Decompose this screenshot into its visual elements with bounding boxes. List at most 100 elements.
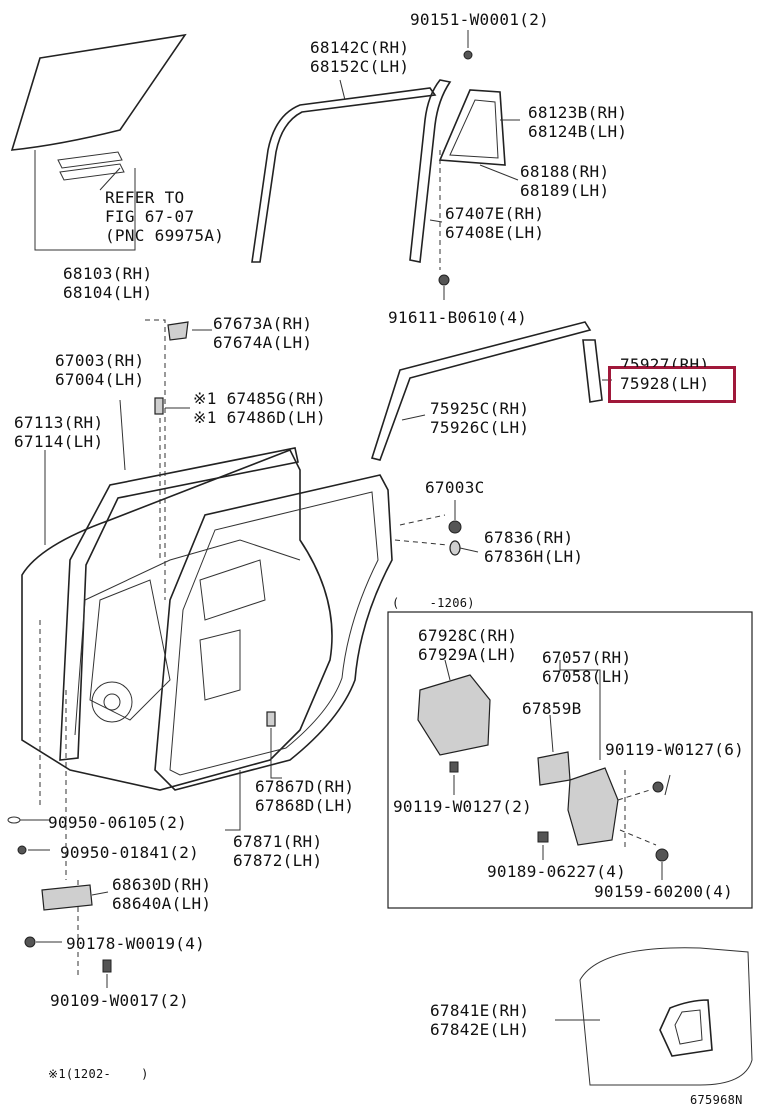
part-number: 68123B(RH): [528, 103, 628, 122]
screw-icon-3: [652, 781, 664, 793]
part-number: 67836(RH): [484, 528, 574, 547]
part-number: 75925C(RH): [430, 399, 530, 418]
plug-small-icon: [7, 816, 21, 824]
label-90178[interactable]: 90178-W0019(4): [66, 934, 205, 953]
part-number: 90189-06227(4): [487, 862, 627, 881]
label-90119-2[interactable]: 90119-W0127(2): [393, 797, 532, 816]
figure-id: 675968N: [690, 1093, 743, 1107]
label-67673a[interactable]: 67673A(RH)67674A(LH): [213, 314, 312, 352]
label-67859b[interactable]: 67859B: [522, 699, 582, 718]
bolt-icon: [463, 50, 473, 60]
label-90159[interactable]: 90159-60200(4): [594, 882, 733, 901]
door-check-icon: [41, 884, 93, 911]
part-number: 90151-W0001(2): [410, 10, 550, 29]
screw-icon-2: [449, 761, 459, 773]
part-number: 90159-60200(4): [594, 882, 734, 901]
part-number: 67871(RH): [233, 832, 323, 851]
label-67003c[interactable]: 67003C: [425, 478, 485, 497]
part-number: 68152C(LH): [310, 57, 410, 76]
part-number: 67841E(RH): [430, 1001, 530, 1020]
part-number: 90178-W0019(4): [66, 934, 206, 953]
nut-icon: [17, 845, 27, 855]
clip-icon-2: [266, 711, 276, 727]
door-outer-panel: [21, 448, 333, 791]
door-lock-actuator: [417, 674, 491, 756]
label-91611[interactable]: 91611-B0610(4): [388, 308, 527, 327]
part-number: 67673A(RH): [213, 314, 313, 333]
part-number: 68104(LH): [63, 283, 153, 302]
part-number: 67003C: [425, 478, 485, 497]
label-90119-6[interactable]: 90119-W0127(6): [605, 740, 744, 759]
door-glass: [10, 33, 187, 151]
label-75927[interactable]: 75927(RH): [620, 355, 709, 367]
label-67003[interactable]: 67003(RH)67004(LH): [55, 351, 144, 389]
glass-channel: [57, 151, 123, 169]
lock-base: [567, 767, 619, 846]
part-number: 68142C(RH): [310, 38, 410, 57]
highlight-box[interactable]: [608, 366, 736, 403]
label-90950-01841[interactable]: 90950-01841(2): [60, 843, 199, 862]
label-67928c[interactable]: 67928C(RH)67929A(LH): [418, 626, 517, 664]
screw-icon-4: [655, 848, 669, 862]
hole-plug-icon: [449, 540, 461, 556]
label-68103[interactable]: 68103(RH)68104(LH): [63, 264, 152, 302]
part-number: ※1 67485G(RH): [193, 389, 326, 408]
refer-line: REFER TO: [105, 188, 185, 207]
window-garnish: [370, 321, 592, 461]
label-67871[interactable]: 67871(RH)67872(LH): [233, 832, 322, 870]
bolt-icon-2: [102, 959, 112, 973]
part-number: 67674A(LH): [213, 333, 313, 352]
part-number: 68630D(RH): [112, 875, 212, 894]
label-90189[interactable]: 90189-06227(4): [487, 862, 626, 881]
label-90151[interactable]: 90151-W0001(2): [410, 10, 549, 29]
label-67485g[interactable]: ※1 67485G(RH)※1 67486D(LH): [193, 389, 326, 427]
part-number: 67859B: [522, 699, 582, 718]
part-number: 67407E(RH): [445, 204, 545, 223]
label-67867d[interactable]: 67867D(RH)67868D(LH): [255, 777, 354, 815]
part-number: 90950-06105(2): [48, 813, 188, 832]
part-number: 67928C(RH): [418, 626, 518, 645]
door-weatherstrip: [154, 474, 393, 791]
label-68123b[interactable]: 68123B(RH)68124B(LH): [528, 103, 627, 141]
part-number: 91611-B0610(4): [388, 308, 528, 327]
door-handle-icon: [167, 321, 189, 341]
box-date-range: ( -1206): [392, 596, 475, 610]
label-67836[interactable]: 67836(RH)67836H(LH): [484, 528, 583, 566]
lock-module-box: [387, 611, 753, 909]
part-number: 90109-W0017(2): [50, 991, 190, 1010]
part-number: 67872(LH): [233, 851, 323, 870]
part-number: 75928(LH): [620, 374, 710, 393]
part-number: 67929A(LH): [418, 645, 518, 664]
label-68630d[interactable]: 68630D(RH)68640A(LH): [112, 875, 211, 913]
part-number: 67058(LH): [542, 667, 632, 686]
label-68142c[interactable]: 68142C(RH)68152C(LH): [310, 38, 409, 76]
label-75925c[interactable]: 75925C(RH)75926C(LH): [430, 399, 529, 437]
part-number: 67836H(LH): [484, 547, 584, 566]
part-number: 68189(LH): [520, 181, 610, 200]
label-67113[interactable]: 67113(RH)67114(LH): [14, 413, 103, 451]
plug-icon: [448, 520, 462, 534]
part-number: 90119-W0127(6): [605, 740, 745, 759]
run-channel: [251, 87, 437, 263]
label-75928[interactable]: 75928(LH): [620, 374, 709, 393]
gasket: [537, 751, 571, 786]
part-number: 67114(LH): [14, 432, 104, 451]
part-number: 67113(RH): [14, 413, 104, 432]
label-90950-06105[interactable]: 90950-06105(2): [48, 813, 187, 832]
nut-icon-2: [24, 936, 36, 948]
clip-icon: [154, 397, 164, 415]
pillar-garnish: [582, 339, 603, 403]
label-67057[interactable]: 67057(RH)67058(LH): [542, 648, 631, 686]
label-90109[interactable]: 90109-W0017(2): [50, 991, 189, 1010]
label-67407e[interactable]: 67407E(RH)67408E(LH): [445, 204, 544, 242]
label-68188[interactable]: 68188(RH)68189(LH): [520, 162, 609, 200]
figure-id-text: 675968N: [690, 1093, 743, 1107]
label-67841e[interactable]: 67841E(RH)67842E(LH): [430, 1001, 529, 1039]
part-number: 68124B(LH): [528, 122, 628, 141]
refer-line: (PNC 69975A): [105, 226, 225, 245]
screw-icon: [438, 274, 450, 286]
part-number: 67003(RH): [55, 351, 145, 370]
part-number: 67868D(LH): [255, 796, 355, 815]
